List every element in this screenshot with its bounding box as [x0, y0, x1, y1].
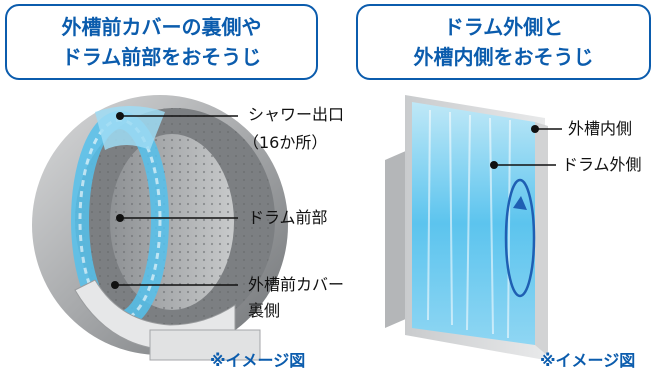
shower-spray [95, 106, 165, 150]
marker-dot [116, 112, 124, 120]
leader-lines-left [115, 115, 238, 286]
label-cover-back-line2: 裏側 [248, 301, 281, 320]
label-drum-outside: ドラム外側 [562, 155, 642, 174]
drum-illustration [32, 95, 288, 361]
water-fill [412, 102, 535, 345]
tub-flange [385, 150, 408, 328]
rotation-arrow-icon [504, 178, 536, 298]
leader-lines-right [494, 128, 562, 166]
marker-dot [111, 281, 119, 289]
title-left-line2: ドラム前部をおそうじ [61, 45, 262, 69]
marker-dot [116, 214, 124, 222]
marker-dot [490, 161, 498, 169]
tub-sideview-illustration [385, 95, 562, 360]
base-frame [149, 329, 261, 361]
label-cover-back: 外槽前カバー [248, 275, 345, 294]
note-image-right: ※イメージ図 [540, 351, 636, 370]
label-shower-outlet: シャワー出口 [248, 105, 345, 124]
note-image-left: ※イメージ図 [210, 351, 306, 370]
label-drum-front: ドラム前部 [248, 208, 328, 227]
title-left-line1: 外槽前カバーの裏側や [61, 15, 262, 39]
title-box-left: 外槽前カバーの裏側や ドラム前部をおそうじ [5, 4, 318, 80]
title-right-line1: ドラム外側と [443, 15, 564, 39]
title-right-line2: 外槽内側をおそうじ [413, 45, 594, 69]
marker-dot [531, 125, 539, 133]
label-shower-count: （16か所） [243, 133, 328, 152]
label-outer-tub-inside: 外槽内側 [568, 119, 633, 138]
title-box-right: ドラム外側と 外槽内側をおそうじ [356, 4, 651, 80]
